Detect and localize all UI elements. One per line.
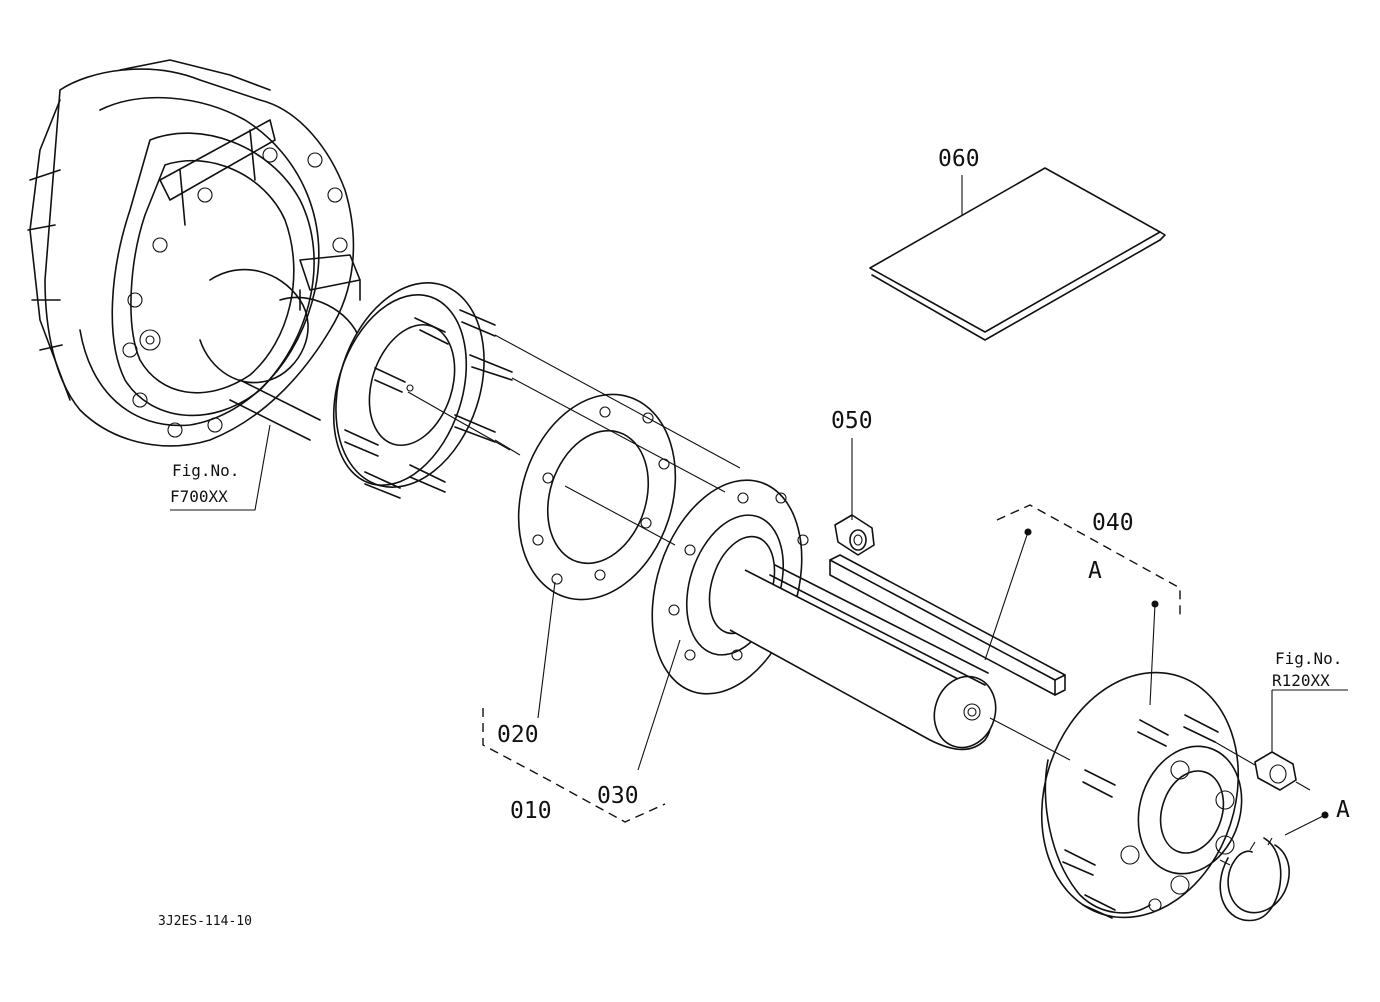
gasket-020 <box>517 393 677 601</box>
nut-050 <box>834 514 875 556</box>
hub-nut <box>1254 751 1297 791</box>
part-label-050: 050 <box>831 408 873 434</box>
transmission-housing <box>27 59 361 447</box>
ref-f700-line2: F700XX <box>170 487 228 506</box>
figure-references: Fig.No. F700XX Fig.No. R120XX <box>170 461 1342 690</box>
marker-a-upper: A <box>1088 558 1102 584</box>
part-label-030: 030 <box>597 783 639 809</box>
ref-f700-line1: Fig.No. <box>172 461 239 480</box>
bracket-010 <box>482 708 666 823</box>
bracket-040 <box>996 504 1181 620</box>
part-labels: 060 050 040 A 020 030 010 A <box>497 146 1350 824</box>
leader-lines <box>170 175 1348 836</box>
ref-r120-line2: R120XX <box>1272 671 1330 690</box>
axle-flange <box>332 282 513 499</box>
marker-a-right: A <box>1336 797 1350 823</box>
drawing-code: 3J2ES-114-10 <box>158 914 252 929</box>
axle-shaft-030 <box>651 479 997 751</box>
part-label-060: 060 <box>938 146 980 172</box>
booklet-060 <box>869 167 1166 341</box>
ref-r120-line1: Fig.No. <box>1275 649 1342 668</box>
wheel-hub <box>1040 671 1243 919</box>
key-040 <box>829 554 1066 696</box>
circlip <box>1219 837 1290 922</box>
part-label-040: 040 <box>1092 510 1134 536</box>
part-label-010: 010 <box>510 798 552 824</box>
assembly-lines <box>407 334 1311 866</box>
part-label-020: 020 <box>497 722 539 748</box>
